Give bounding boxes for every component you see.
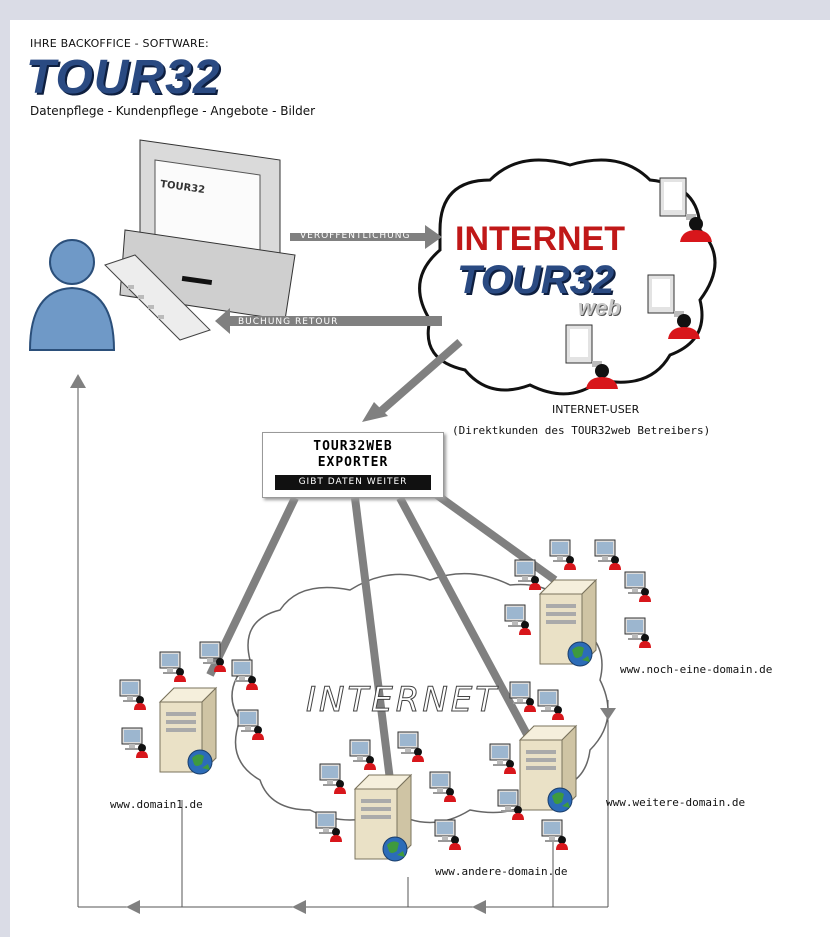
publish-arrow-label: VERÖFFENTLICHUNG — [300, 231, 411, 241]
lower-cloud-label: INTERNET — [305, 680, 500, 721]
internet-cloud-logo: TOUR32 — [457, 258, 615, 302]
exporter-box: TOUR32WEB EXPORTER GIBT DATEN WEITER — [262, 432, 444, 498]
internet-user-label: INTERNET-USER — [552, 403, 640, 416]
exporter-subtitle: GIBT DATEN WEITER — [275, 475, 431, 490]
publish-arrow — [290, 225, 442, 249]
server-andere-domain-icon — [354, 774, 412, 862]
diagram-canvas: IHRE BACKOFFICE - SOFTWARE: TOUR32 Daten… — [10, 20, 830, 937]
diagram-graphics — [28, 139, 717, 914]
domain-label: www.weitere-domain.de — [606, 796, 746, 809]
brand-logo: TOUR32 — [26, 51, 221, 104]
booking-return-arrow-label: BUCHUNG RETOUR — [238, 317, 339, 327]
exporter-title-line2: EXPORTER — [317, 455, 389, 470]
upper-cloud-shape — [418, 158, 717, 396]
domain-label: www.noch-eine-domain.de — [620, 663, 773, 676]
brand-pretitle: IHRE BACKOFFICE - SOFTWARE: — [30, 37, 209, 50]
booking-return-arrow — [215, 308, 442, 334]
internet-cloud-title: INTERNET — [455, 220, 625, 258]
server-noch-eine-domain-icon — [539, 579, 597, 667]
server-weitere-domain-icon — [519, 725, 577, 813]
internet-user-sublabel: (Direktkunden des TOUR32web Betreibers) — [452, 424, 711, 437]
backoffice-computer — [104, 139, 296, 341]
internet-cloud-logo-sub: web — [578, 295, 621, 320]
server-domain1-icon — [159, 687, 217, 775]
domain-label: www.domain1.de — [110, 798, 203, 811]
lower-cloud-shape — [231, 572, 609, 824]
brand-tagline: Datenpflege - Kundenpflege - Angebote - … — [30, 104, 316, 118]
backoffice-user — [28, 239, 116, 351]
exporter-title-line1: TOUR32WEB — [313, 439, 393, 454]
domain-label: www.andere-domain.de — [435, 865, 568, 878]
